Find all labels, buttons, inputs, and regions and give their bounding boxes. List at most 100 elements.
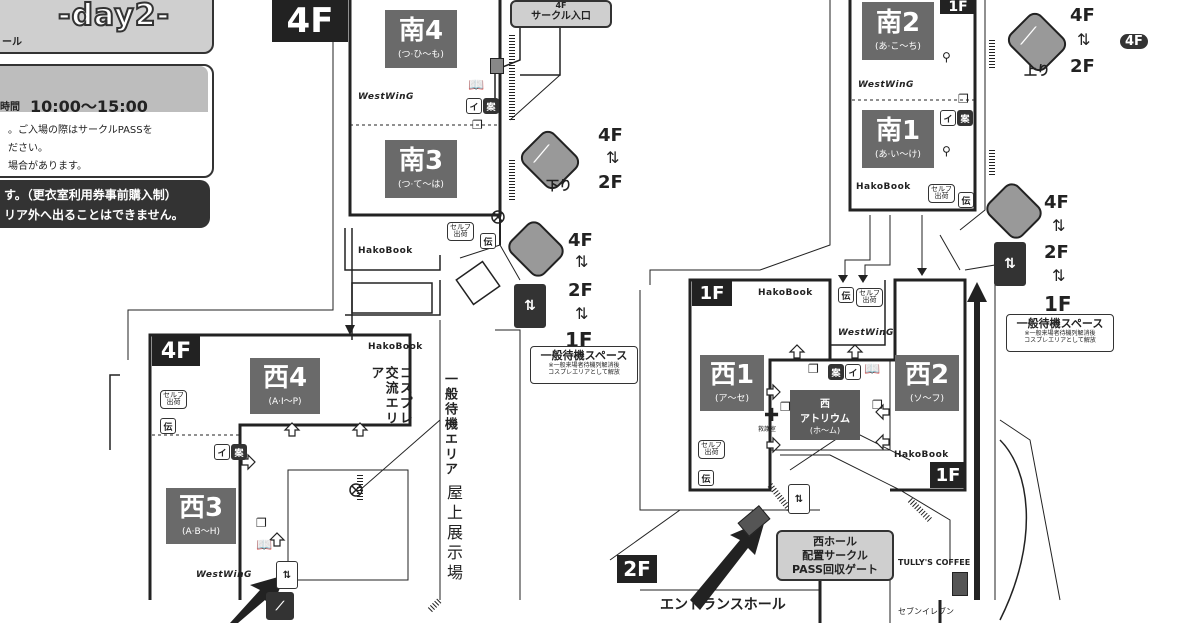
floor-tag-4f-south: 4F	[272, 0, 348, 42]
den-icon-1: 伝	[480, 233, 496, 249]
zone-minami1-range: (あ·い〜け)	[875, 150, 921, 160]
elevator-nishi3-icon: ⇅	[276, 561, 298, 589]
zone-nishi1-range: (ア〜セ)	[714, 394, 750, 404]
standby-west-label: 一般待機スペース	[540, 349, 628, 362]
day-banner	[0, 0, 214, 54]
brand-hakobook-south: HakoBook	[358, 246, 413, 256]
den-icon-3: 伝	[958, 192, 974, 208]
floor-tag-4f-west: 4F	[152, 336, 200, 366]
zone-nishi3-name: 西3	[178, 493, 224, 523]
zone-nishi2-name: 西2	[904, 360, 950, 390]
self-ship-4-line1: セルフ	[859, 289, 880, 297]
guide-an-icon-4: 案	[828, 364, 844, 380]
zone-nishi3: 西3 (A·B〜H)	[166, 488, 236, 544]
guide-an-icon-3: 案	[957, 110, 973, 126]
standby-east-note-1: ※一般来場者待機列解消後	[1024, 330, 1096, 337]
updown-arrow-c: ⇅	[1077, 30, 1091, 49]
book-icon-south: 📖	[468, 78, 485, 93]
floor-arrow-d-2f: 2F	[1044, 242, 1069, 263]
zone-nishi2: 西2 (ソ〜フ)	[895, 355, 959, 411]
copy-icon-nishi2: ❐	[872, 398, 883, 412]
floor-arrow-d-1f: 1F	[1044, 292, 1072, 316]
den-icon-5: 伝	[698, 470, 714, 486]
brand-westwing-south: WestWinG	[358, 92, 414, 102]
brand-hakobook-west: HakoBook	[368, 342, 423, 352]
floor-tag-2f: 2F	[617, 555, 657, 583]
tullys-label: TULLY'S COFFEE	[898, 558, 971, 567]
self-ship-1-line1: セルフ	[450, 223, 471, 231]
zone-minami4-range: (つ·ひ〜も)	[398, 50, 444, 60]
zone-minami1: 南1 (あ·い〜け)	[862, 110, 934, 168]
standby-space-east: 一般待機スペース ※一般来場者待機列解消後 コスプレエリアとして解放	[1006, 314, 1114, 352]
day-subtitle: ール	[2, 37, 22, 48]
standby-west-note-1: ※一般来場者待機列解消後	[548, 362, 620, 369]
zone-nishi2-range: (ソ〜フ)	[909, 394, 945, 404]
west-gate-line-2: 配置サークル	[802, 548, 868, 562]
cosplay-area-label: コスプレ交流エリア	[368, 366, 412, 426]
atrium-title: 西	[820, 398, 830, 410]
floor-arrow-a-2f: 2F	[598, 172, 623, 193]
zone-minami3-range: (つ·て〜は)	[398, 180, 444, 190]
atrium-range: (ホ〜ム)	[809, 425, 841, 435]
standby-east-note-2: コスプレエリアとして解放	[1024, 336, 1096, 344]
hours-value: 10:00〜15:00	[30, 97, 148, 116]
self-ship-box-4: セルフ 出荷	[856, 288, 883, 307]
updown-arrow-b2: ⇅	[575, 304, 589, 323]
zone-nishi4: 西4 (A·I〜P)	[250, 358, 320, 414]
gate-marker-south	[490, 58, 504, 74]
zone-minami2-range: (あ·こ〜ち)	[875, 42, 921, 52]
zone-minami4: 南4 (つ·ひ〜も)	[385, 10, 457, 68]
den-icon-4: 伝	[838, 287, 854, 303]
floor-arrow-c-4f: 4F	[1070, 5, 1095, 26]
escalator-up-icon: ⟋	[1020, 22, 1037, 50]
floor-tag-1f-south: 1F	[940, 0, 976, 15]
self-ship-box-3: セルフ 出荷	[928, 184, 955, 203]
badge-4f: 4F	[1120, 34, 1148, 49]
brand-westwing-atrium: WestWinG	[838, 328, 894, 338]
circle-entrance-label: サークル入口	[531, 10, 591, 22]
brand-westwing-nishi3: WestWinG	[196, 570, 252, 580]
first-aid-icon: ✚	[764, 405, 780, 426]
atrium-name: アトリウム	[800, 413, 850, 425]
seven-eleven-label: セブンイレブン	[898, 607, 954, 616]
copy-icon-nishi1: ❐	[780, 400, 791, 414]
floor-arrow-d-4f: 4F	[1044, 192, 1069, 213]
circle-entrance-box: 4F サークル入口	[510, 0, 612, 28]
info-header	[0, 66, 208, 112]
standby-east-label: 一般待機スペース	[1016, 317, 1104, 330]
self-ship-1-line2: 出荷	[453, 230, 468, 239]
brand-hakobook-nishi2: HakoBook	[894, 450, 949, 460]
info-line-2: ださい。	[8, 143, 48, 154]
zone-minami3: 南3 (つ·て〜は)	[385, 140, 457, 198]
toilet-icon-south1: ⚲	[942, 144, 951, 158]
entrance-hall-label: エントランスホール	[660, 597, 786, 613]
self-ship-2-line2: 出荷	[166, 398, 181, 407]
updown-arrow-d1: ⇅	[1052, 216, 1066, 235]
updown-arrow-b1: ⇅	[575, 252, 589, 271]
self-ship-3-line2: 出荷	[934, 192, 949, 201]
zone-minami1-name: 南1	[875, 116, 921, 146]
updown-arrow-a: ⇅	[606, 148, 620, 167]
info-i-icon-2: イ	[214, 444, 230, 460]
west-gate-line-1: 西ホール	[813, 535, 857, 548]
zone-nishi3-range: (A·B〜H)	[182, 527, 220, 537]
copy-icon-atrium: ❐	[808, 362, 819, 376]
self-ship-4-line2: 出荷	[862, 296, 877, 305]
zone-nishi4-name: 西4	[262, 363, 308, 393]
elevator-atrium-icon: ⇅	[788, 484, 810, 514]
circle-entrance-floor: 4F	[555, 1, 567, 10]
self-ship-2-line1: セルフ	[163, 391, 184, 399]
brand-hakobook-nishi1: HakoBook	[758, 288, 813, 298]
floor-arrow-b-4f: 4F	[568, 230, 593, 251]
elevator-west-icon: ⇅	[514, 284, 546, 328]
first-aid-label: 救護室	[758, 426, 777, 433]
self-ship-box-2: セルフ 出荷	[160, 390, 187, 409]
west-gate-box: 西ホール 配置サークル PASS回収ゲート	[776, 530, 894, 582]
self-ship-3-line1: セルフ	[931, 185, 952, 193]
standby-west-note-2: コスプレエリアとして解放	[548, 368, 620, 376]
general-wait-area-label: 一般待機エリア	[442, 372, 457, 477]
zone-minami4-name: 南4	[398, 16, 444, 46]
toilet-icon-south2: ⚲	[942, 50, 951, 64]
notice-line-1: す。（更衣室利用券事前購入制）	[4, 188, 177, 202]
